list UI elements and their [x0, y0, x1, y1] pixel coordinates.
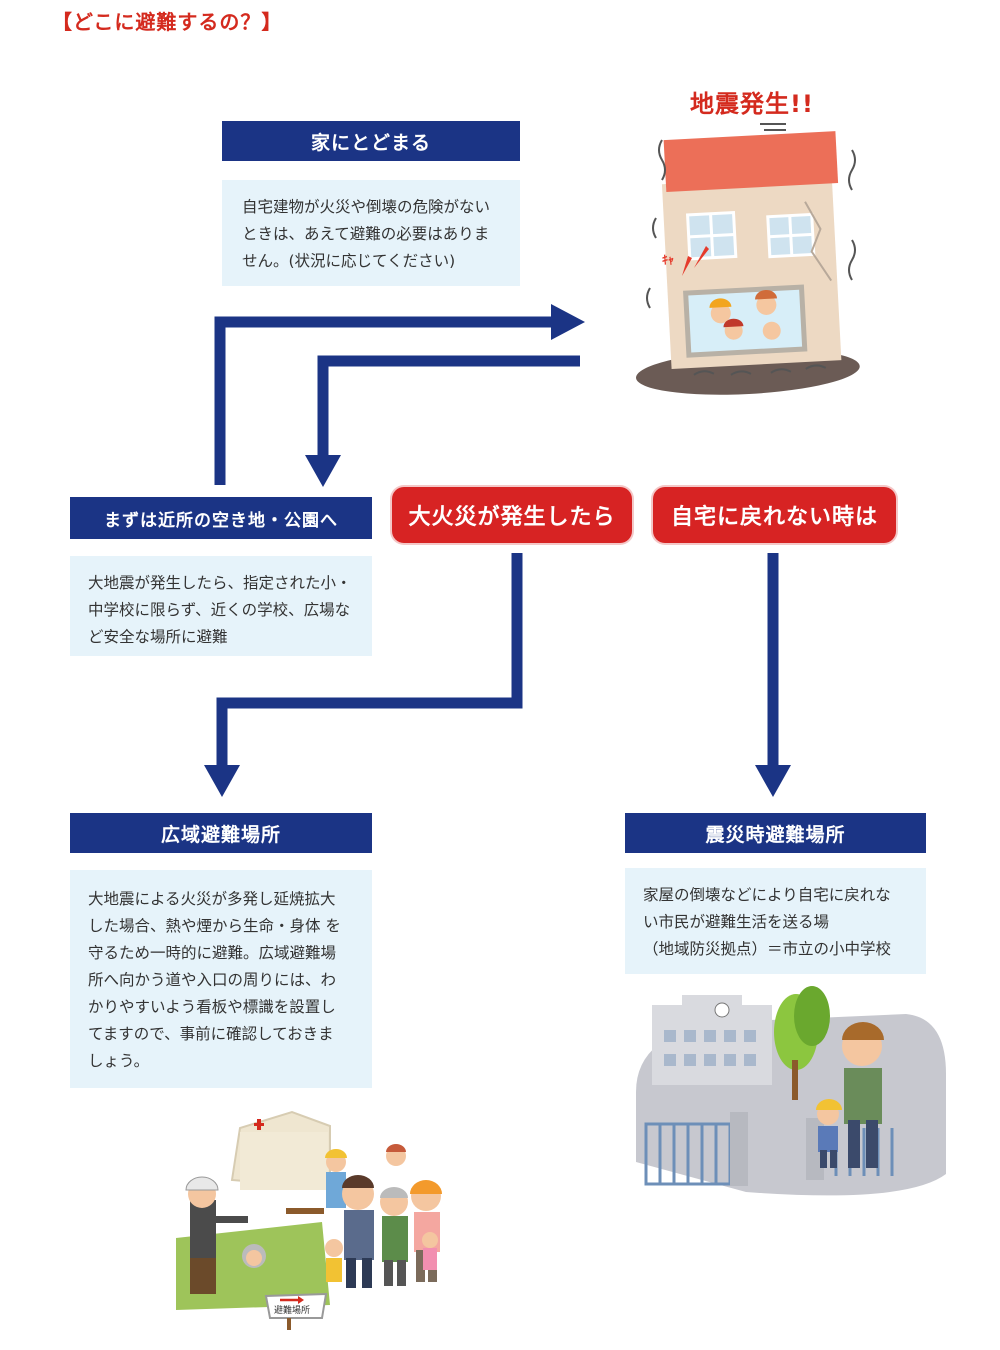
- arrowhead-right: [551, 304, 585, 340]
- nearby-line: 大地震が発生したら、指定された小・: [88, 574, 352, 592]
- shelter-line: 家屋の倒壊などにより自宅に戻れな: [643, 886, 891, 904]
- nearby-note: 大地震が発生したら、指定された小・ 中学校に限らず、近くの学校、広場な ど安全な…: [70, 556, 372, 656]
- stay-home-heading: 家にとどまる: [222, 121, 520, 161]
- cannot-return-heading: 自宅に戻れない時は: [653, 487, 896, 543]
- stay-home-line: せん。(状況に応じてください): [242, 252, 456, 270]
- wide-area-note: 大地震による火災が多発し延焼拡大 した場合、熱や煙から生命・身体 を 守るため一…: [70, 870, 372, 1088]
- wide-area-heading: 広域避難場所: [70, 813, 372, 853]
- earthquake-label: 地震発生!!: [690, 90, 814, 118]
- arrow-up-to-house: [214, 316, 555, 485]
- fire-case-heading: 大火災が発生したら: [392, 487, 632, 543]
- arrowhead-down-shelter: [755, 765, 791, 797]
- stay-home-note: 自宅建物が火災や倒壊の危険がない ときは、あえて避難の必要はありま せん。(状況…: [222, 180, 520, 286]
- wide-area-line: 守るため一時的に避難。広域避難場: [88, 944, 337, 962]
- sign-text: 避難場所: [274, 1304, 310, 1316]
- arrow-fire-to-wide-area: [216, 553, 523, 768]
- wide-area-line: かりやすいよう看板や標識を設置し: [88, 998, 336, 1016]
- stay-home-line: 自宅建物が火災や倒壊の危険がない: [242, 198, 491, 216]
- arrowhead-down-wide: [204, 765, 240, 797]
- shelter-note: 家屋の倒壊などにより自宅に戻れな い市民が避難生活を送る場 （地域防災拠点）＝市…: [625, 868, 926, 974]
- nearby-line: ど安全な場所に避難: [88, 628, 228, 646]
- wide-area-line: しょう。: [88, 1052, 150, 1070]
- wide-area-line: てますので、事前に確認しておきま: [88, 1025, 334, 1043]
- nearby-line: 中学校に限らず、近くの学校、広場な: [88, 601, 351, 619]
- wide-area-line: した場合、熱や煙から生命・身体 を: [88, 917, 341, 935]
- cry-text: ｷｬ: [662, 253, 674, 267]
- wide-area-line: 大地震による火災が多発し延焼拡大: [88, 890, 336, 908]
- arrowhead-down-nearby: [305, 455, 341, 487]
- nearby-heading: まずは近所の空き地・公園へ: [70, 497, 372, 539]
- shelter-line: い市民が避難生活を送る場: [643, 913, 830, 931]
- shelter-line: （地域防災拠点）＝市立の小中学校: [643, 940, 892, 958]
- shelter-heading: 震災時避難場所: [625, 813, 926, 853]
- page-title: 【どこに避難するの？】: [52, 10, 283, 34]
- stay-home-line: ときは、あえて避難の必要はありま: [242, 225, 490, 243]
- arrow-house-to-nearby: [317, 355, 580, 458]
- wide-area-line: 所へ向かう道や入口の周りには、わ: [88, 971, 337, 989]
